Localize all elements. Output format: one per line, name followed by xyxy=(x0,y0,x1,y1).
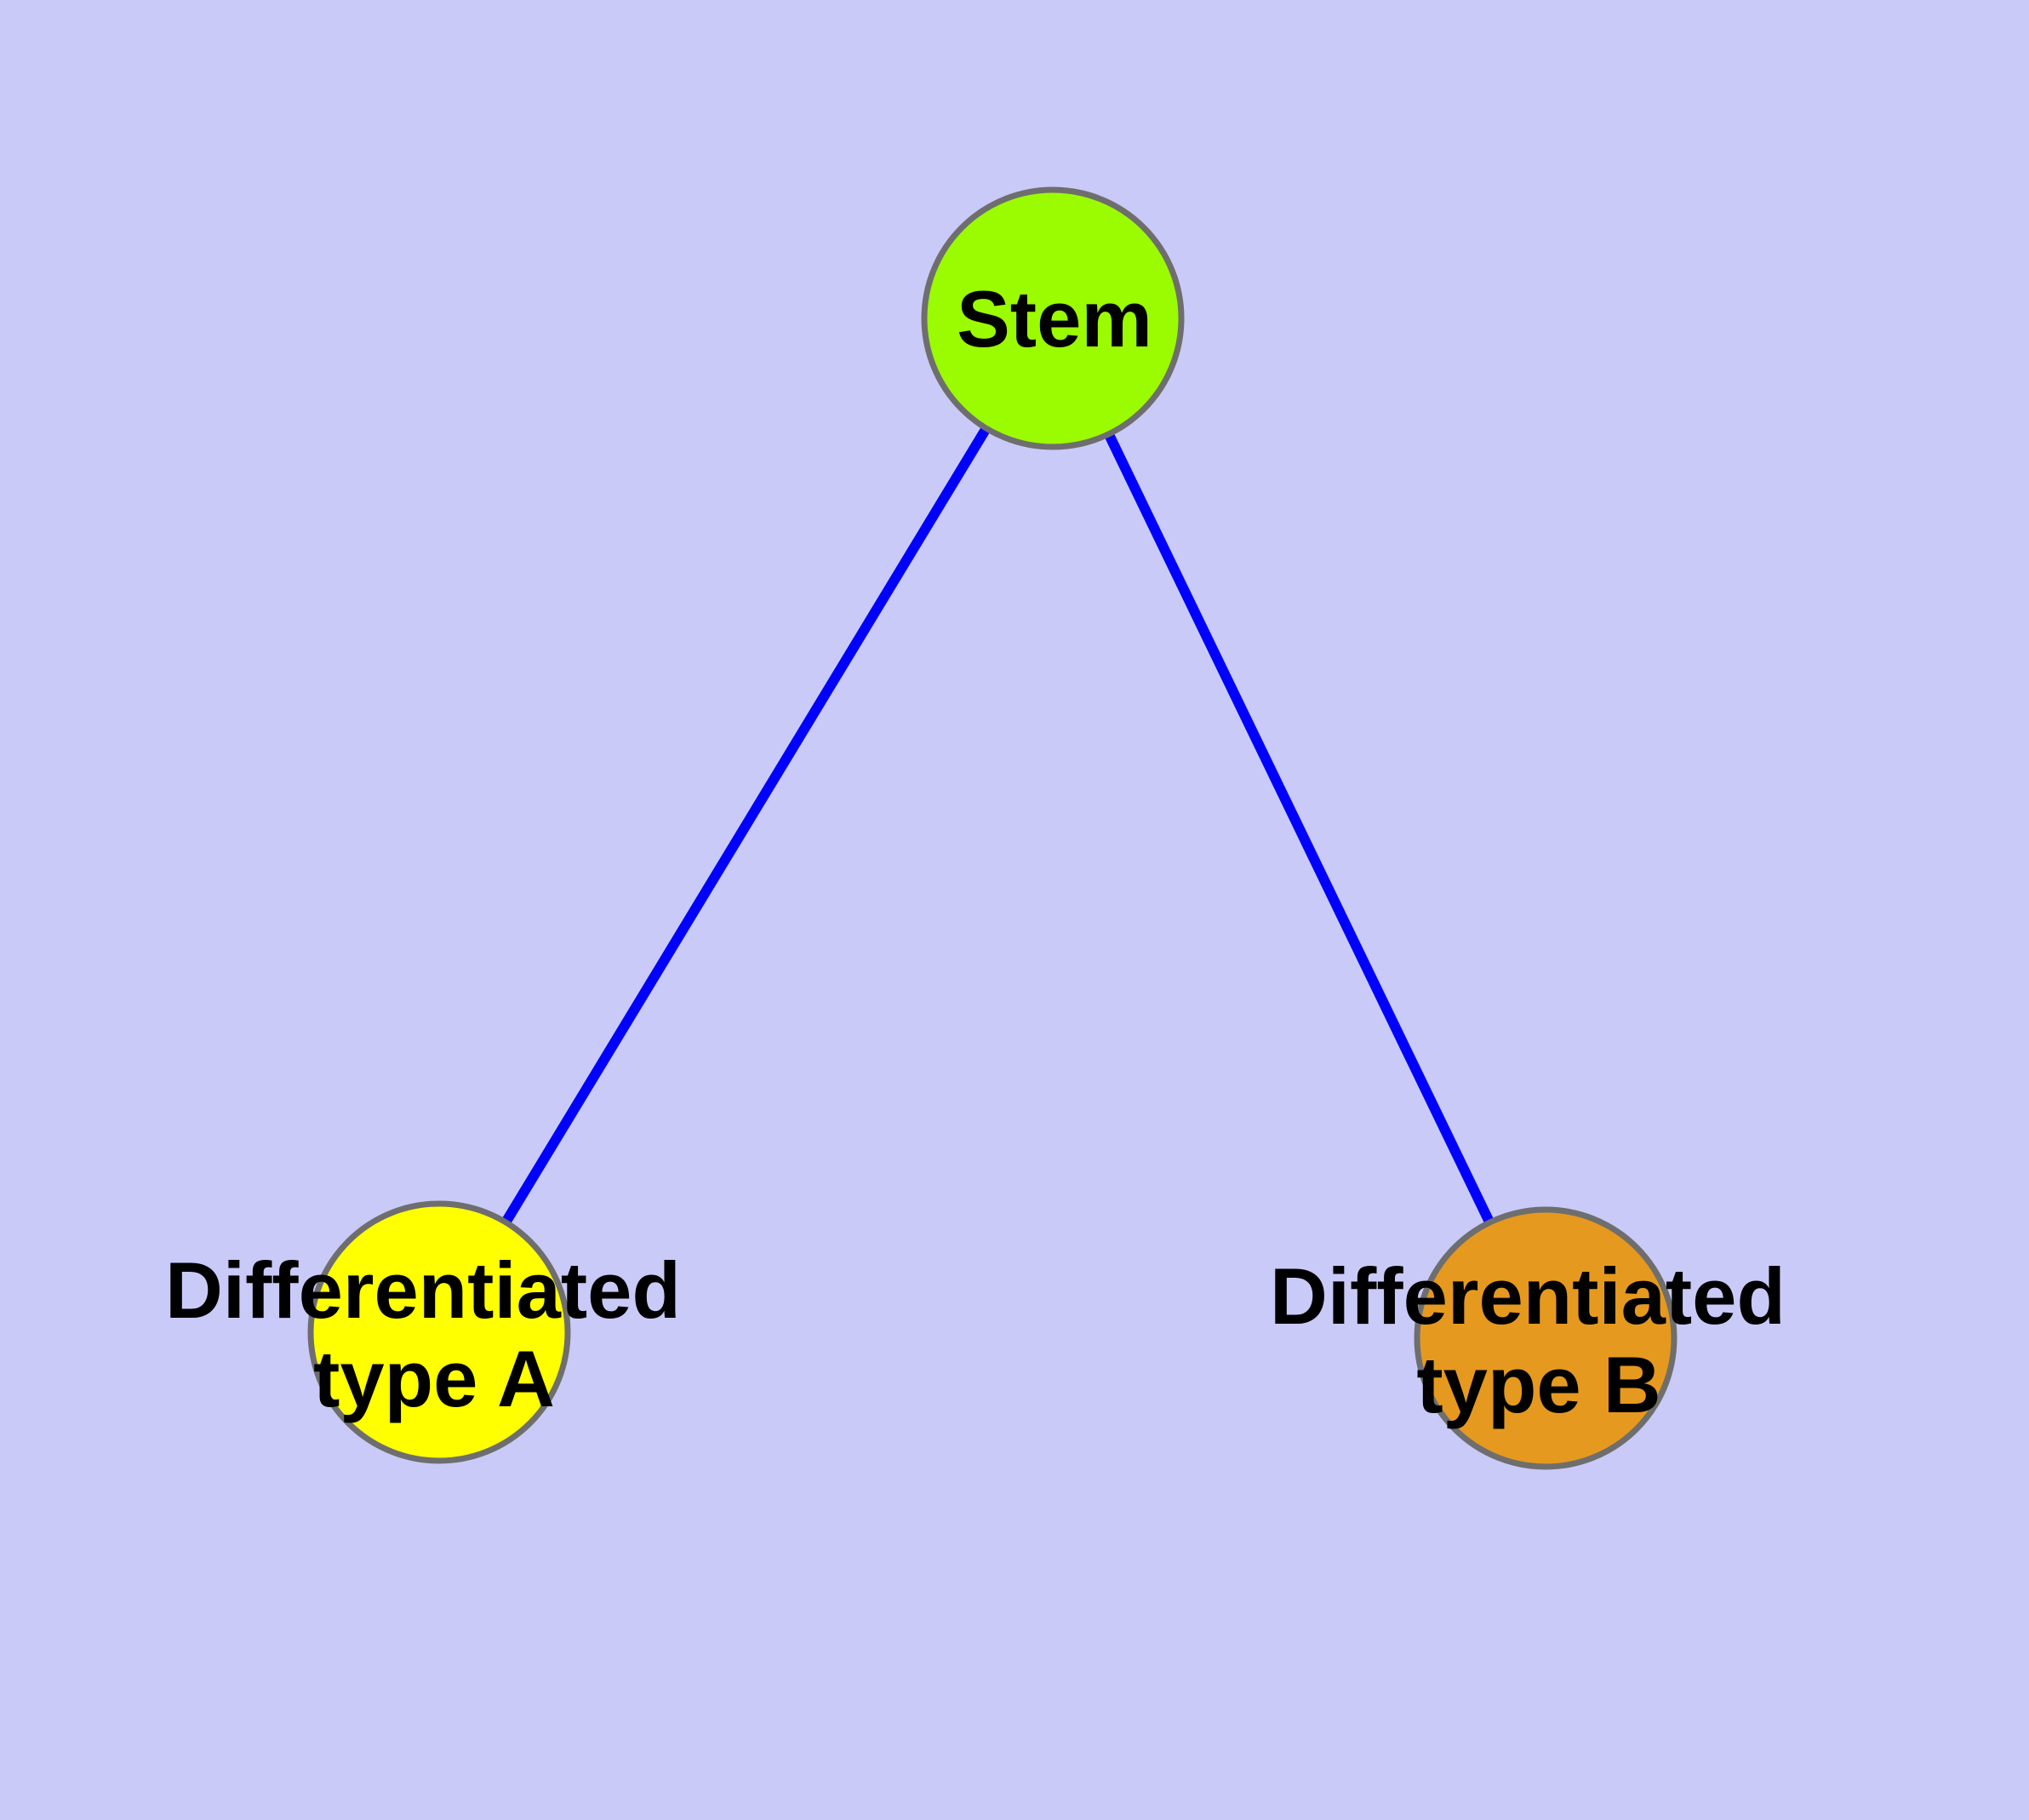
node-type-a-label: Differentiated type A xyxy=(165,1245,703,1423)
edge-stem-to-type-a xyxy=(434,315,1058,1336)
node-type-a-label-line2: type A xyxy=(313,1334,555,1423)
edge-stem-to-type-b xyxy=(1048,316,1551,1341)
node-stem xyxy=(921,186,1185,450)
node-type-a-label-line1: Differentiated xyxy=(165,1245,681,1335)
node-type-b-label: Differentiated type B xyxy=(1270,1251,1808,1429)
node-type-b xyxy=(1414,1206,1677,1470)
node-type-b-label-line1: Differentiated xyxy=(1270,1251,1786,1341)
node-stem-label: Stem xyxy=(957,274,1152,363)
node-type-b-label-line2: type B xyxy=(1416,1340,1660,1429)
node-type-a xyxy=(307,1200,571,1464)
